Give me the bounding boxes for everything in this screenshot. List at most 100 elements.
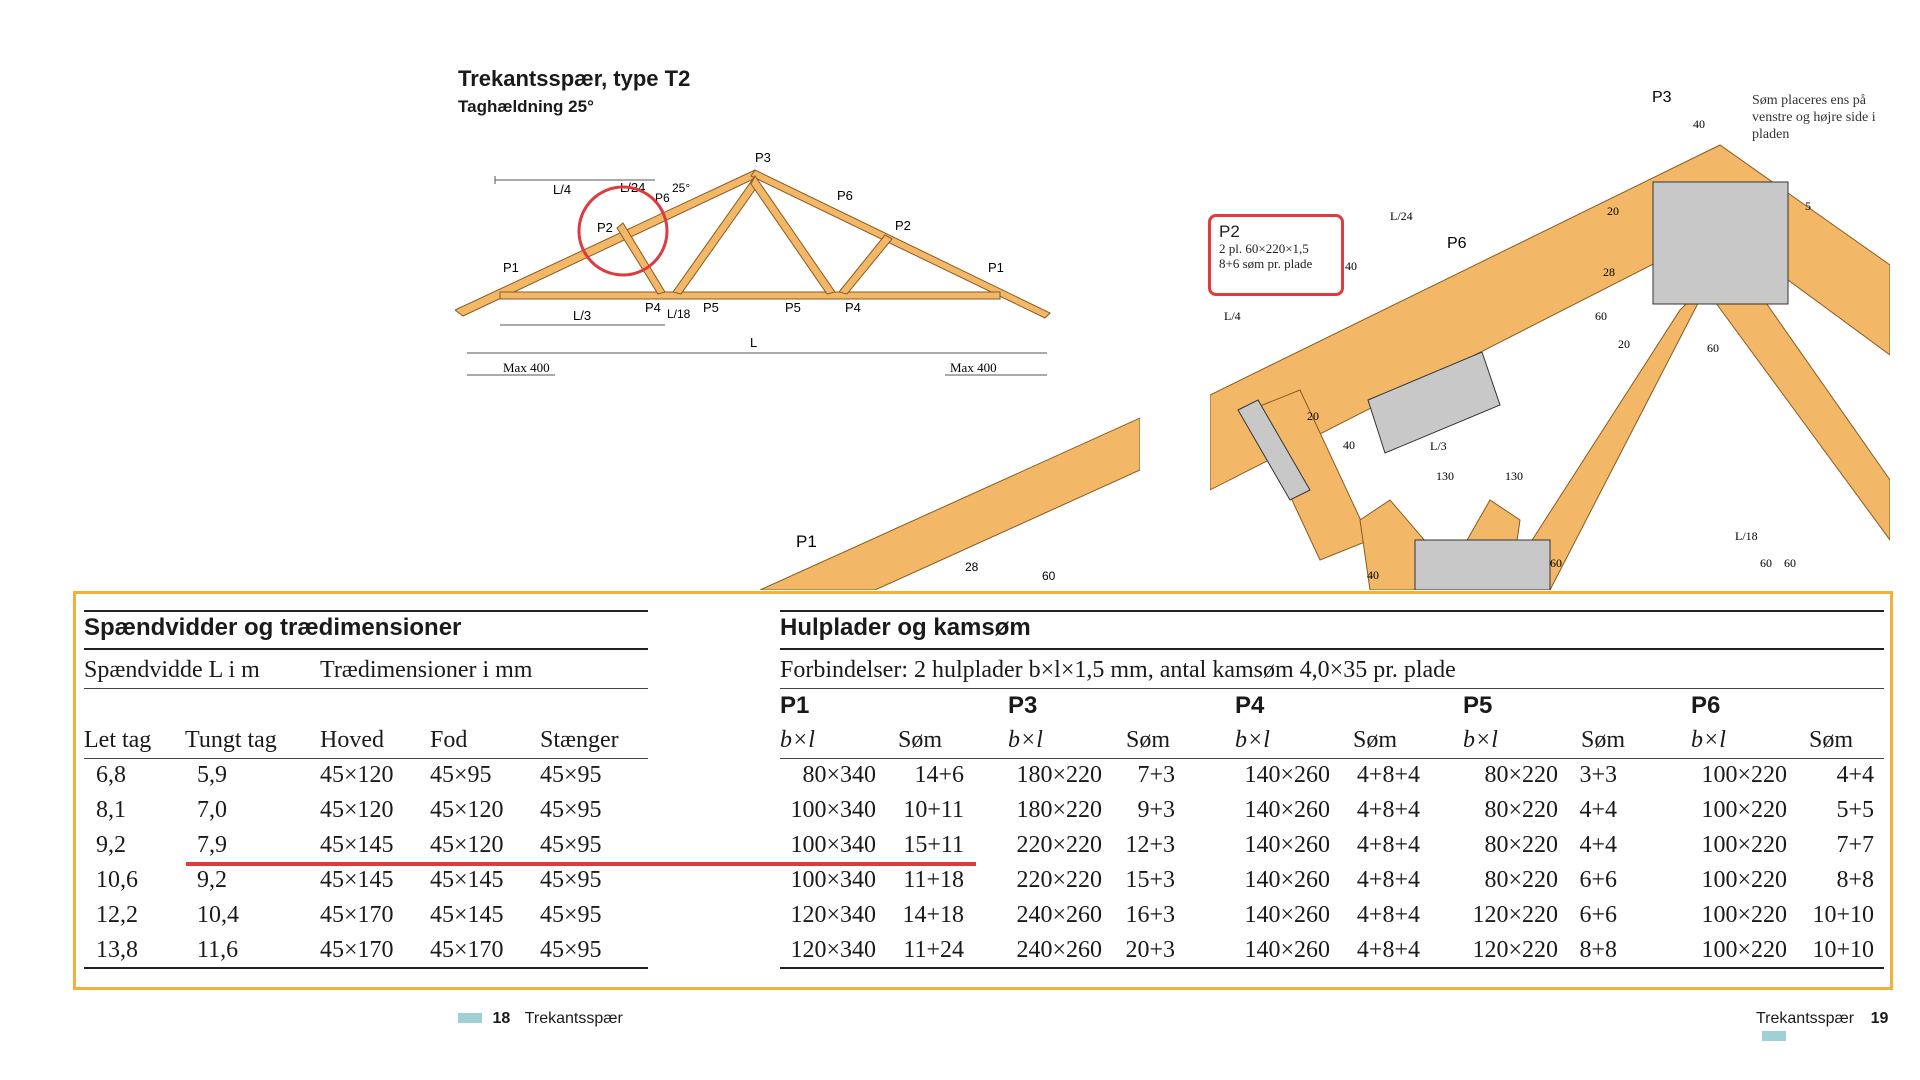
page-number-right: 19 — [1870, 1010, 1889, 1027]
right-cell: 20+3 — [1125, 937, 1175, 963]
sub-header-som: Søm — [1353, 727, 1398, 753]
right-cell: 4+4 — [1579, 832, 1617, 858]
right-cell: 15+3 — [1125, 867, 1175, 893]
right-cell: 6+6 — [1579, 867, 1617, 893]
right-cell: 8+8 — [1579, 937, 1617, 963]
right-table-bottom-rule — [780, 967, 1884, 969]
left-cell: 11,6 — [197, 937, 239, 963]
left-cell: 45×120 — [320, 797, 394, 823]
right-cell: 10+10 — [1812, 902, 1874, 928]
group-header-p1: P1 — [780, 692, 810, 719]
joint-p4-right: P4 — [845, 300, 861, 315]
left-cell: 45×95 — [540, 867, 602, 893]
left-cell: 45×95 — [540, 902, 602, 928]
right-cell: 4+4 — [1836, 762, 1874, 788]
detail-dim-40-p6: 40 — [1345, 259, 1357, 273]
right-cell: 220×220 — [1016, 832, 1102, 858]
right-cell: 140×260 — [1244, 832, 1330, 858]
left-cell: 45×120 — [430, 797, 504, 823]
p3-plate — [1652, 181, 1789, 305]
right-cell: 100×340 — [790, 797, 876, 823]
left-cell: 45×95 — [540, 937, 602, 963]
group-header-p6: P6 — [1691, 692, 1721, 719]
detail-dim-20-top: 20 — [1607, 204, 1619, 218]
joint-p6-right: P6 — [837, 188, 853, 203]
col-tungt-tag: Tungt tag — [185, 727, 277, 753]
p2-callout-title: P2 — [1219, 222, 1240, 241]
joint-p4-left: P4 — [645, 300, 661, 315]
row-highlight-underline — [186, 862, 976, 866]
detail-dim-28: 28 — [965, 560, 979, 574]
right-cell: 11+24 — [903, 937, 964, 963]
detail-l18: L/18 — [1735, 529, 1758, 543]
right-cell: 180×220 — [1016, 797, 1102, 823]
detail-dim-60-right: 60 — [1707, 341, 1719, 355]
right-cell: 16+3 — [1125, 902, 1175, 928]
right-cell: 4+8+4 — [1356, 797, 1420, 823]
detail-dim-40-p2: 40 — [1343, 438, 1355, 452]
footer-right: Trekantsspær 19 — [1756, 1010, 1920, 1046]
detail-dim-60-bottom: 60 — [1550, 556, 1562, 570]
left-cell: 45×95 — [430, 762, 492, 788]
left-table-title-rule — [84, 648, 648, 650]
right-cell: 100×220 — [1701, 762, 1787, 788]
p2-callout-line1: 2 pl. 60×220×1,5 — [1219, 241, 1309, 256]
group-header-p4: P4 — [1235, 692, 1265, 719]
p2-callout: P2 2 pl. 60×220×1,5 8+6 søm pr. plade — [1208, 214, 1344, 296]
right-cell: 100×220 — [1701, 797, 1787, 823]
right-cell: 3+3 — [1579, 762, 1617, 788]
left-cell: 12,2 — [96, 902, 138, 928]
right-table-subtitle: Forbindelser: 2 hulplader b×l×1,5 mm, an… — [780, 657, 1456, 683]
left-header-rule — [84, 758, 648, 759]
angle-label: 25° — [672, 181, 690, 195]
detail-l3: L/3 — [1430, 439, 1447, 453]
right-cell: 100×220 — [1701, 867, 1787, 893]
right-cell: 220×220 — [1016, 867, 1102, 893]
sub-header-bl: b×l — [1008, 727, 1043, 753]
sub-header-bl: b×l — [780, 727, 815, 753]
detail-dim-60-p1: 60 — [1042, 569, 1056, 583]
left-cell: 6,8 — [96, 762, 126, 788]
right-table-title-rule — [780, 648, 1884, 650]
detail-dim-60-b: 60 — [1784, 556, 1796, 570]
left-table-bottom-rule — [84, 967, 648, 969]
joint-p2-right: P2 — [895, 218, 911, 233]
col-staenger: Stænger — [540, 727, 619, 753]
right-cell: 15+11 — [903, 832, 964, 858]
right-cell: 12+3 — [1125, 832, 1175, 858]
left-cell: 45×145 — [430, 867, 504, 893]
left-cell: 7,0 — [197, 797, 227, 823]
footer-left: 18 Trekantsspær — [458, 1010, 623, 1028]
right-cell: 4+8+4 — [1356, 937, 1420, 963]
nail-placement-note: Søm placeres ens på venstre og højre sid… — [1752, 93, 1876, 142]
detail-dim-20-mid: 20 — [1618, 337, 1630, 351]
left-table-title: Spændvidder og trædimensioner — [84, 614, 462, 641]
dim-l18: L/18 — [667, 307, 691, 321]
right-cell: 7+7 — [1836, 832, 1874, 858]
detail-dim-130-left: 130 — [1436, 469, 1454, 483]
detail-dim-28-right: 28 — [1603, 265, 1615, 279]
p1-detail-diagram: P1 28 60 — [760, 417, 1140, 590]
right-cell: 14+18 — [902, 902, 964, 928]
right-cell: 80×220 — [1484, 797, 1558, 823]
right-cell: 100×220 — [1701, 902, 1787, 928]
right-cell: 4+8+4 — [1356, 832, 1420, 858]
right-cell: 100×220 — [1701, 937, 1787, 963]
page-number-left: 18 — [492, 1010, 511, 1027]
dim-max400-left: Max 400 — [503, 360, 550, 375]
right-table-top-rule — [780, 610, 1884, 612]
right-cell: 14+6 — [914, 762, 964, 788]
right-cell: 140×260 — [1244, 902, 1330, 928]
right-cell: 140×260 — [1244, 937, 1330, 963]
right-cell: 8+8 — [1836, 867, 1874, 893]
left-cell: 45×95 — [540, 797, 602, 823]
right-cell: 4+8+4 — [1356, 902, 1420, 928]
right-cell: 120×340 — [790, 902, 876, 928]
right-cell: 4+4 — [1579, 797, 1617, 823]
footer-left-label: Trekantsspær — [524, 1010, 623, 1027]
left-cell: 45×95 — [540, 832, 602, 858]
p4-plate — [1414, 539, 1551, 590]
left-cell: 45×145 — [320, 832, 394, 858]
sub-header-som: Søm — [1126, 727, 1171, 753]
joint-p5-left: P5 — [703, 300, 719, 315]
